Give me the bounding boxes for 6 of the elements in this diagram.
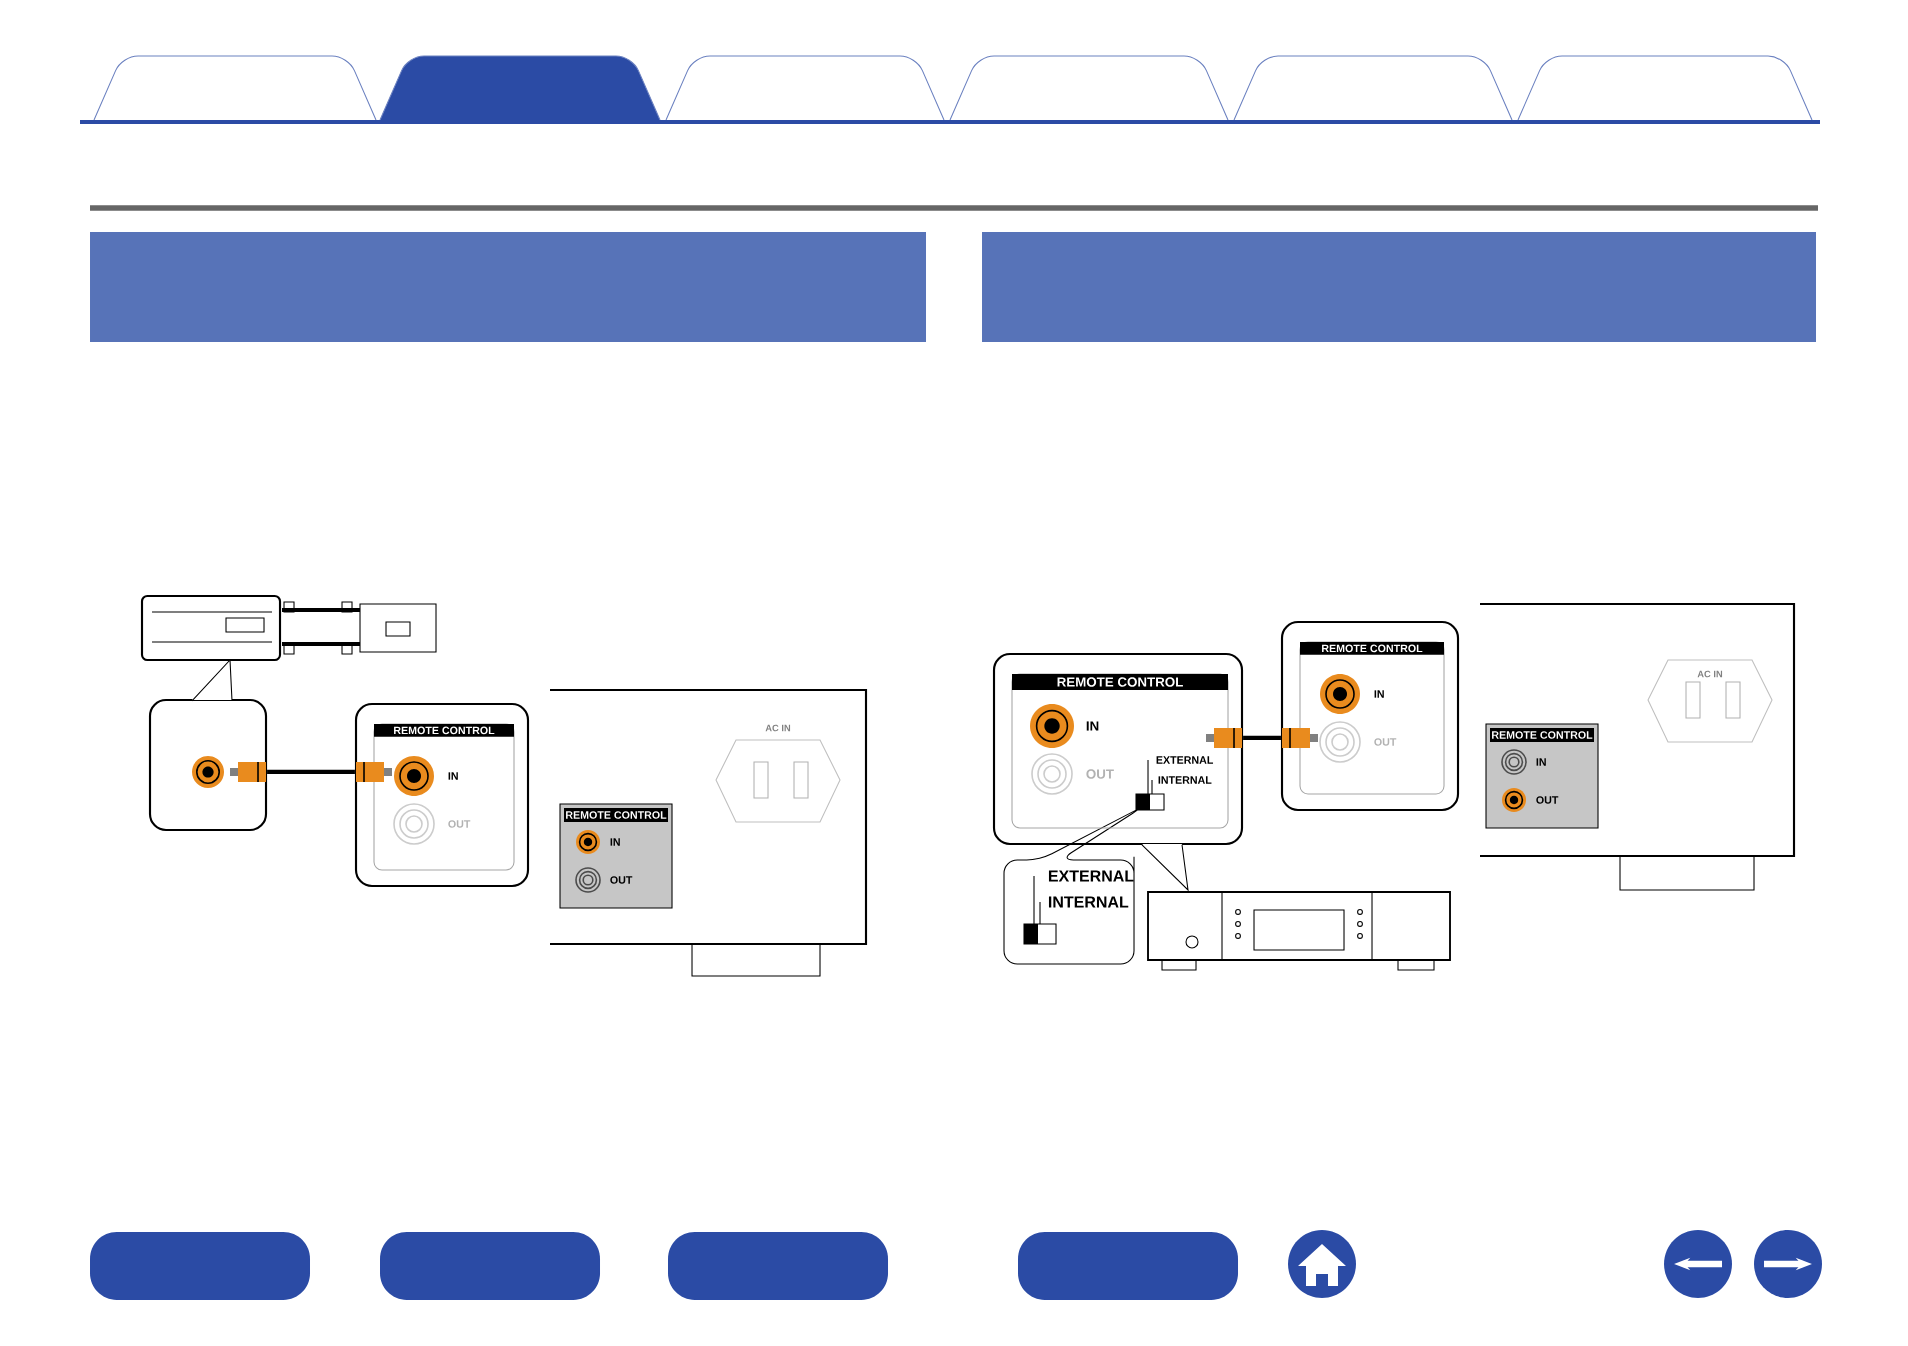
- cable: [230, 761, 392, 783]
- switch-callout: EXTERNAL INTERNAL: [1003, 809, 1138, 965]
- callout-box: [148, 658, 268, 832]
- cable: [1206, 727, 1318, 749]
- heading-bar: [982, 232, 1816, 342]
- heading-bar: [90, 232, 926, 342]
